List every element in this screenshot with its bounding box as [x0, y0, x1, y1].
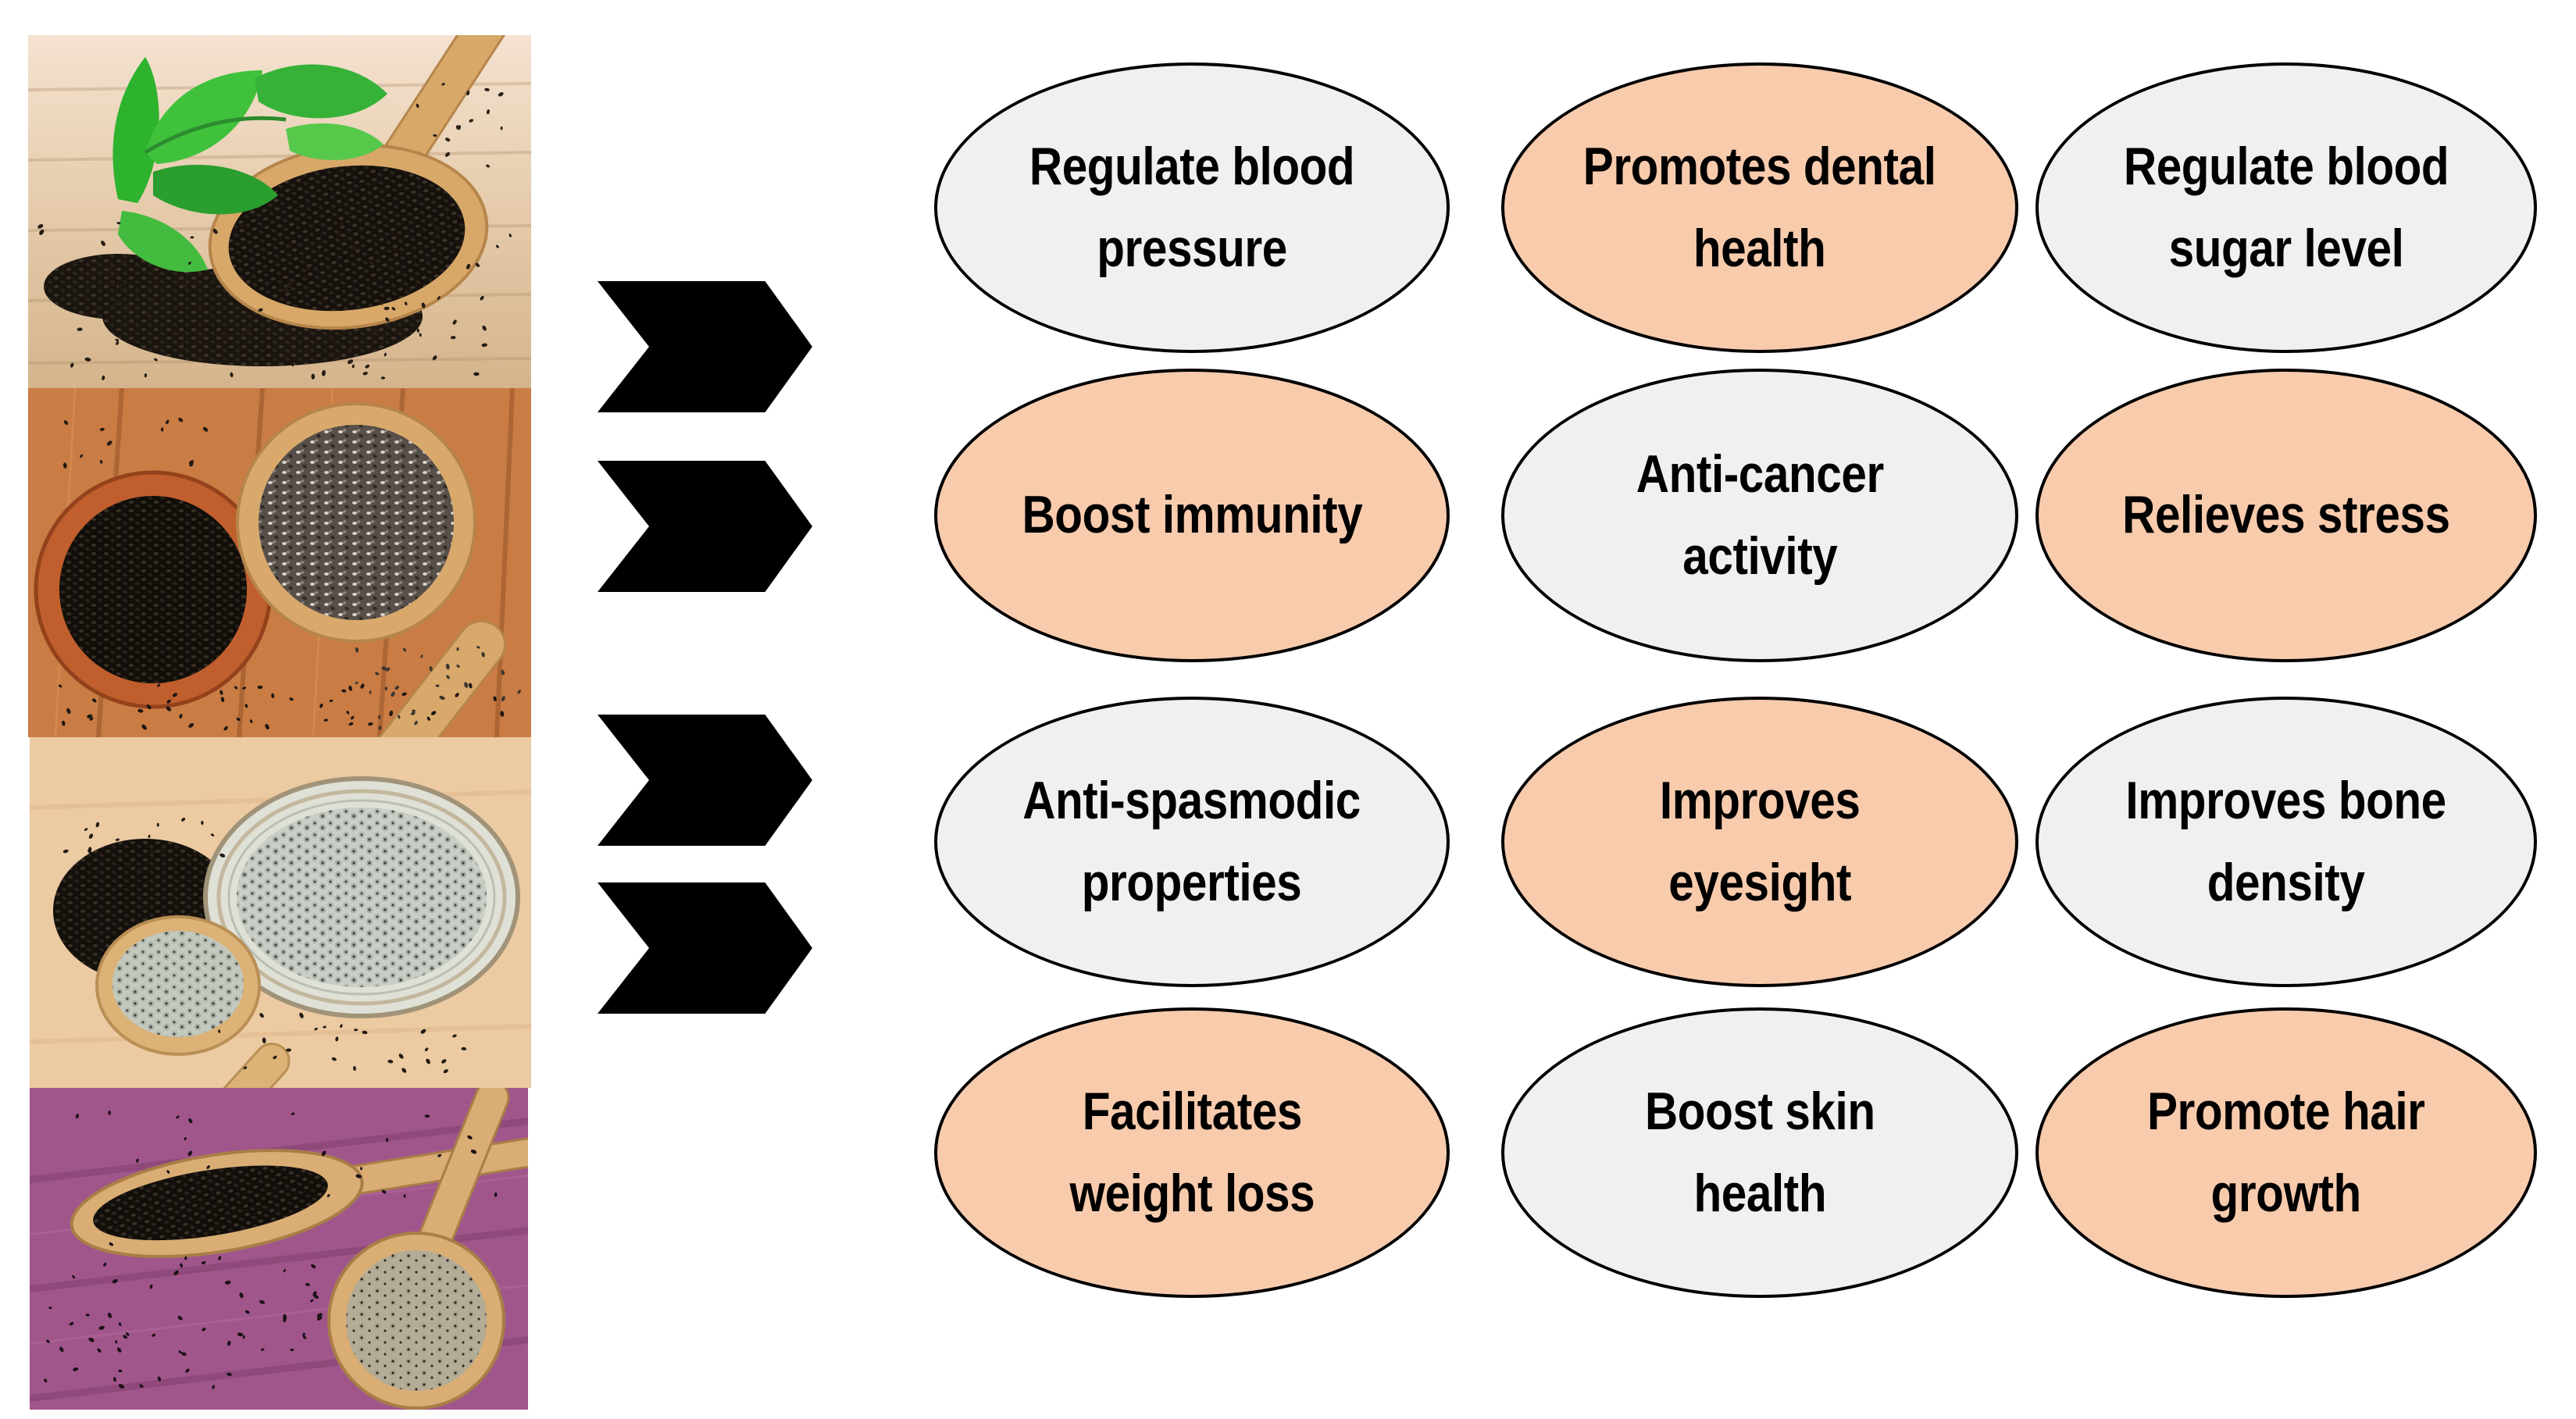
scattered-seeds — [37, 221, 512, 380]
photo-soaked-basil-seeds-bowl-art — [30, 737, 531, 1088]
benefit-label: Facilitates weight loss — [1069, 1081, 1315, 1223]
scattered-seeds — [218, 1012, 467, 1074]
benefit-boost-immunity: Boost immunity — [934, 369, 1450, 662]
scattered-seeds — [416, 83, 504, 168]
benefit-label: Boost immunity — [1022, 485, 1362, 545]
benefit-regulate-blood-pressure: Regulate blood pressure — [934, 62, 1450, 353]
chevron-right-icon — [598, 281, 812, 412]
photo-seeds-on-purple-art — [30, 1088, 528, 1410]
benefit-label: Anti-cancer activity — [1636, 444, 1884, 586]
scattered-seeds — [62, 417, 209, 469]
benefit-regulate-blood-sugar-level: Regulate blood sugar level — [2035, 62, 2537, 353]
benefit-facilitates-weight-loss: Facilitates weight loss — [934, 1007, 1450, 1298]
glass-bowl — [203, 776, 520, 1018]
benefit-label: Promotes dental health — [1583, 136, 1936, 278]
photo-seeds-on-purple — [30, 1088, 528, 1410]
benefit-label: Relieves stress — [2122, 485, 2450, 545]
benefit-label: Improves bone density — [2125, 770, 2447, 912]
benefit-anti-cancer-activity: Anti-cancer activity — [1501, 369, 2018, 662]
benefit-boost-skin-health: Boost skin health — [1501, 1007, 2018, 1298]
benefit-promotes-dental-health: Promotes dental health — [1501, 62, 2018, 353]
benefit-promote-hair-growth: Promote hair growth — [2035, 1007, 2537, 1298]
chia-seed-spoon — [236, 402, 506, 737]
scattered-seeds — [58, 683, 505, 731]
benefit-improves-bone-density: Improves bone density — [2035, 697, 2537, 987]
chevron-right-icon — [598, 461, 812, 592]
scattered-seeds — [62, 818, 226, 872]
scattered-seeds — [75, 1111, 498, 1200]
benefit-label: Promote hair growth — [2147, 1081, 2425, 1223]
dry-seed-spoon — [70, 1137, 528, 1258]
photo-basil-seeds-spoon-and-leaves — [28, 35, 531, 388]
scattered-seeds — [44, 1242, 323, 1389]
soaked-seed-spoon — [95, 915, 291, 1088]
chevron-right-icon — [598, 715, 812, 846]
photo-soaked-basil-seeds-bowl — [30, 737, 531, 1088]
soaked-seed-spoon — [327, 1088, 510, 1410]
benefit-label: Regulate blood pressure — [1029, 136, 1355, 278]
benefit-anti-spasmodic-properties: Anti-spasmodic properties — [934, 697, 1450, 987]
benefit-improves-eyesight: Improves eyesight — [1501, 697, 2018, 987]
benefit-label: Regulate blood sugar level — [2123, 136, 2449, 278]
benefit-relieves-stress: Relieves stress — [2035, 369, 2537, 662]
chevron-right-icon — [598, 882, 812, 1014]
photo-basil-seeds-spoon-and-leaves-art — [28, 35, 531, 388]
scattered-chia-seeds — [355, 646, 521, 730]
benefit-label: Improves eyesight — [1659, 770, 1861, 912]
photo-basil-and-chia-seeds-art — [28, 388, 531, 737]
benefit-label: Boost skin health — [1644, 1081, 1875, 1223]
basil-leaves — [112, 57, 387, 273]
basil-seed-bowl — [34, 470, 273, 709]
benefit-label: Anti-spasmodic properties — [1022, 770, 1361, 912]
photo-basil-and-chia-seeds — [28, 388, 531, 737]
wooden-spoon — [208, 35, 531, 330]
